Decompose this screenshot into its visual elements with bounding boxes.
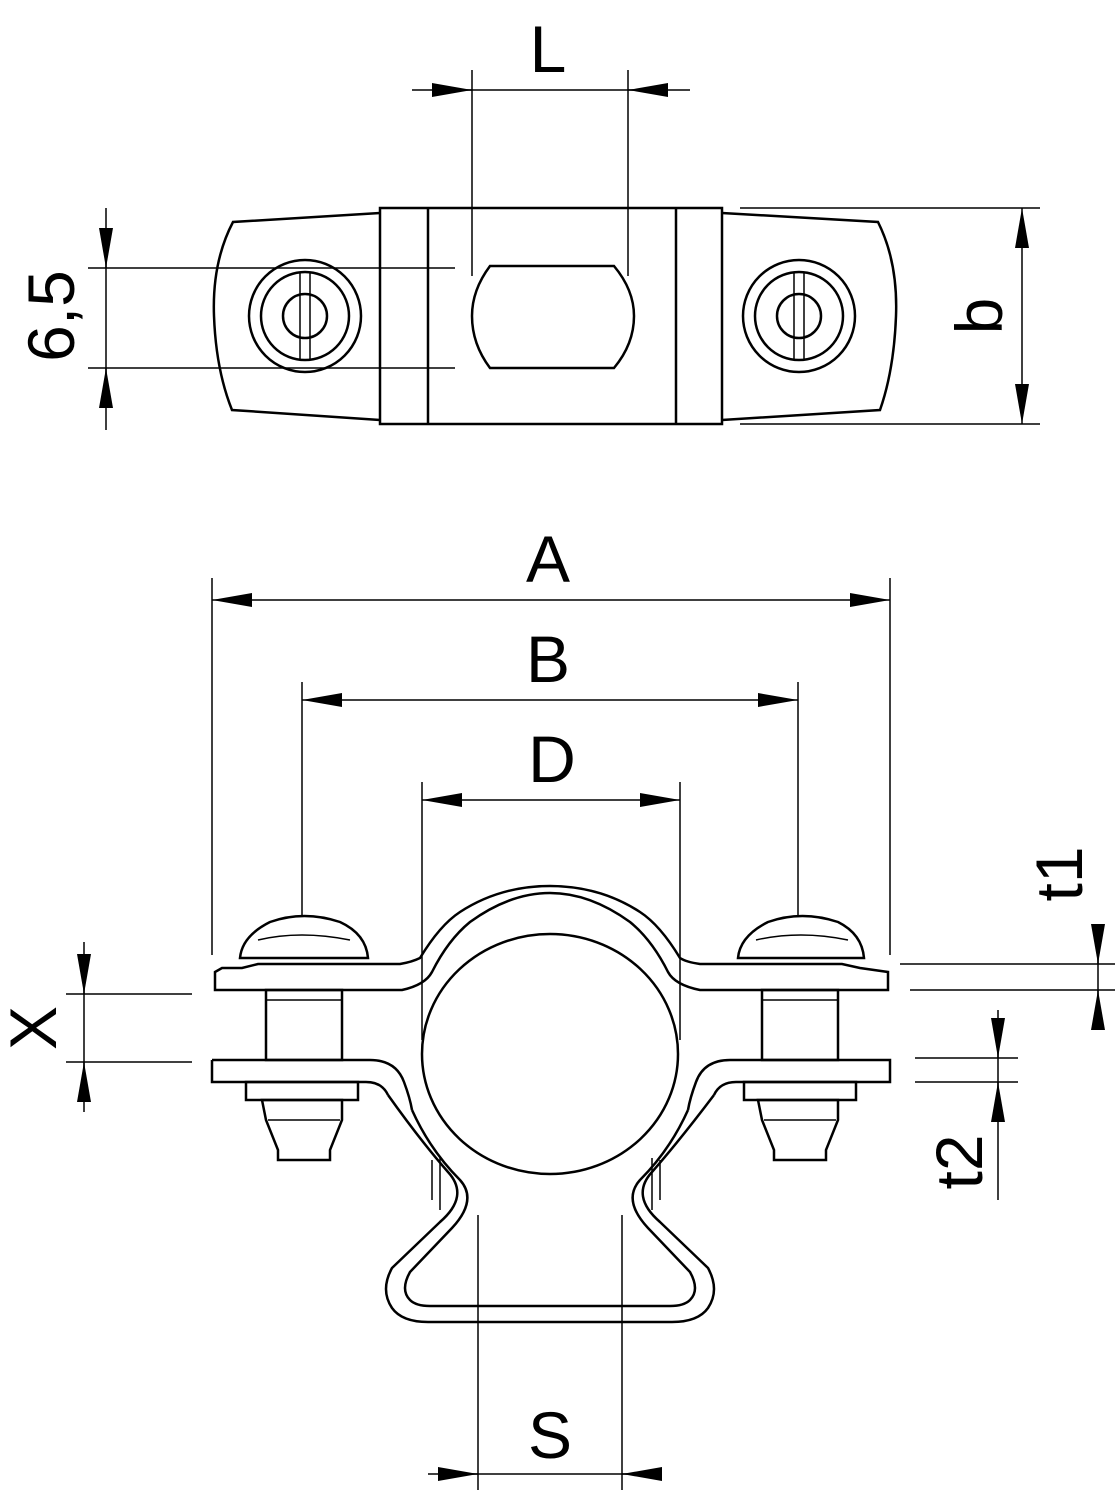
left-spacer <box>264 988 344 1062</box>
left-ear-outline <box>212 211 381 422</box>
dim-label-S: S <box>528 1398 572 1472</box>
right-spacer <box>760 988 840 1062</box>
left-screw-dome <box>238 914 370 960</box>
center-band <box>378 206 724 426</box>
dim-label-D: D <box>528 722 576 796</box>
right-screw-tip <box>756 1098 840 1162</box>
upper-strap <box>213 884 890 992</box>
dim-label-L: L <box>530 12 567 86</box>
dim-label-X: X <box>0 1006 70 1050</box>
slot-opening <box>470 264 636 370</box>
right-screw-dome <box>736 914 866 960</box>
dim-label-t2: t2 <box>922 1134 996 1189</box>
dim-label-6-5: 6,5 <box>14 270 88 362</box>
top-view-dimensions <box>88 70 1040 430</box>
dim-label-b: b <box>942 298 1016 335</box>
left-screw-tip <box>260 1098 344 1162</box>
dim-label-B: B <box>526 622 570 696</box>
front-view <box>210 884 892 1324</box>
front-view-dimensions <box>66 578 1115 1490</box>
dim-label-A: A <box>526 522 570 596</box>
right-screw-head <box>741 258 857 374</box>
dim-label-t1: t1 <box>1022 846 1096 901</box>
lower-base-plate <box>210 1058 892 1111</box>
saddle-loop <box>384 1094 716 1324</box>
right-ear-outline <box>721 211 898 422</box>
pipe-circle <box>420 932 680 1176</box>
top-view <box>212 206 898 426</box>
left-screw-head <box>247 258 363 374</box>
